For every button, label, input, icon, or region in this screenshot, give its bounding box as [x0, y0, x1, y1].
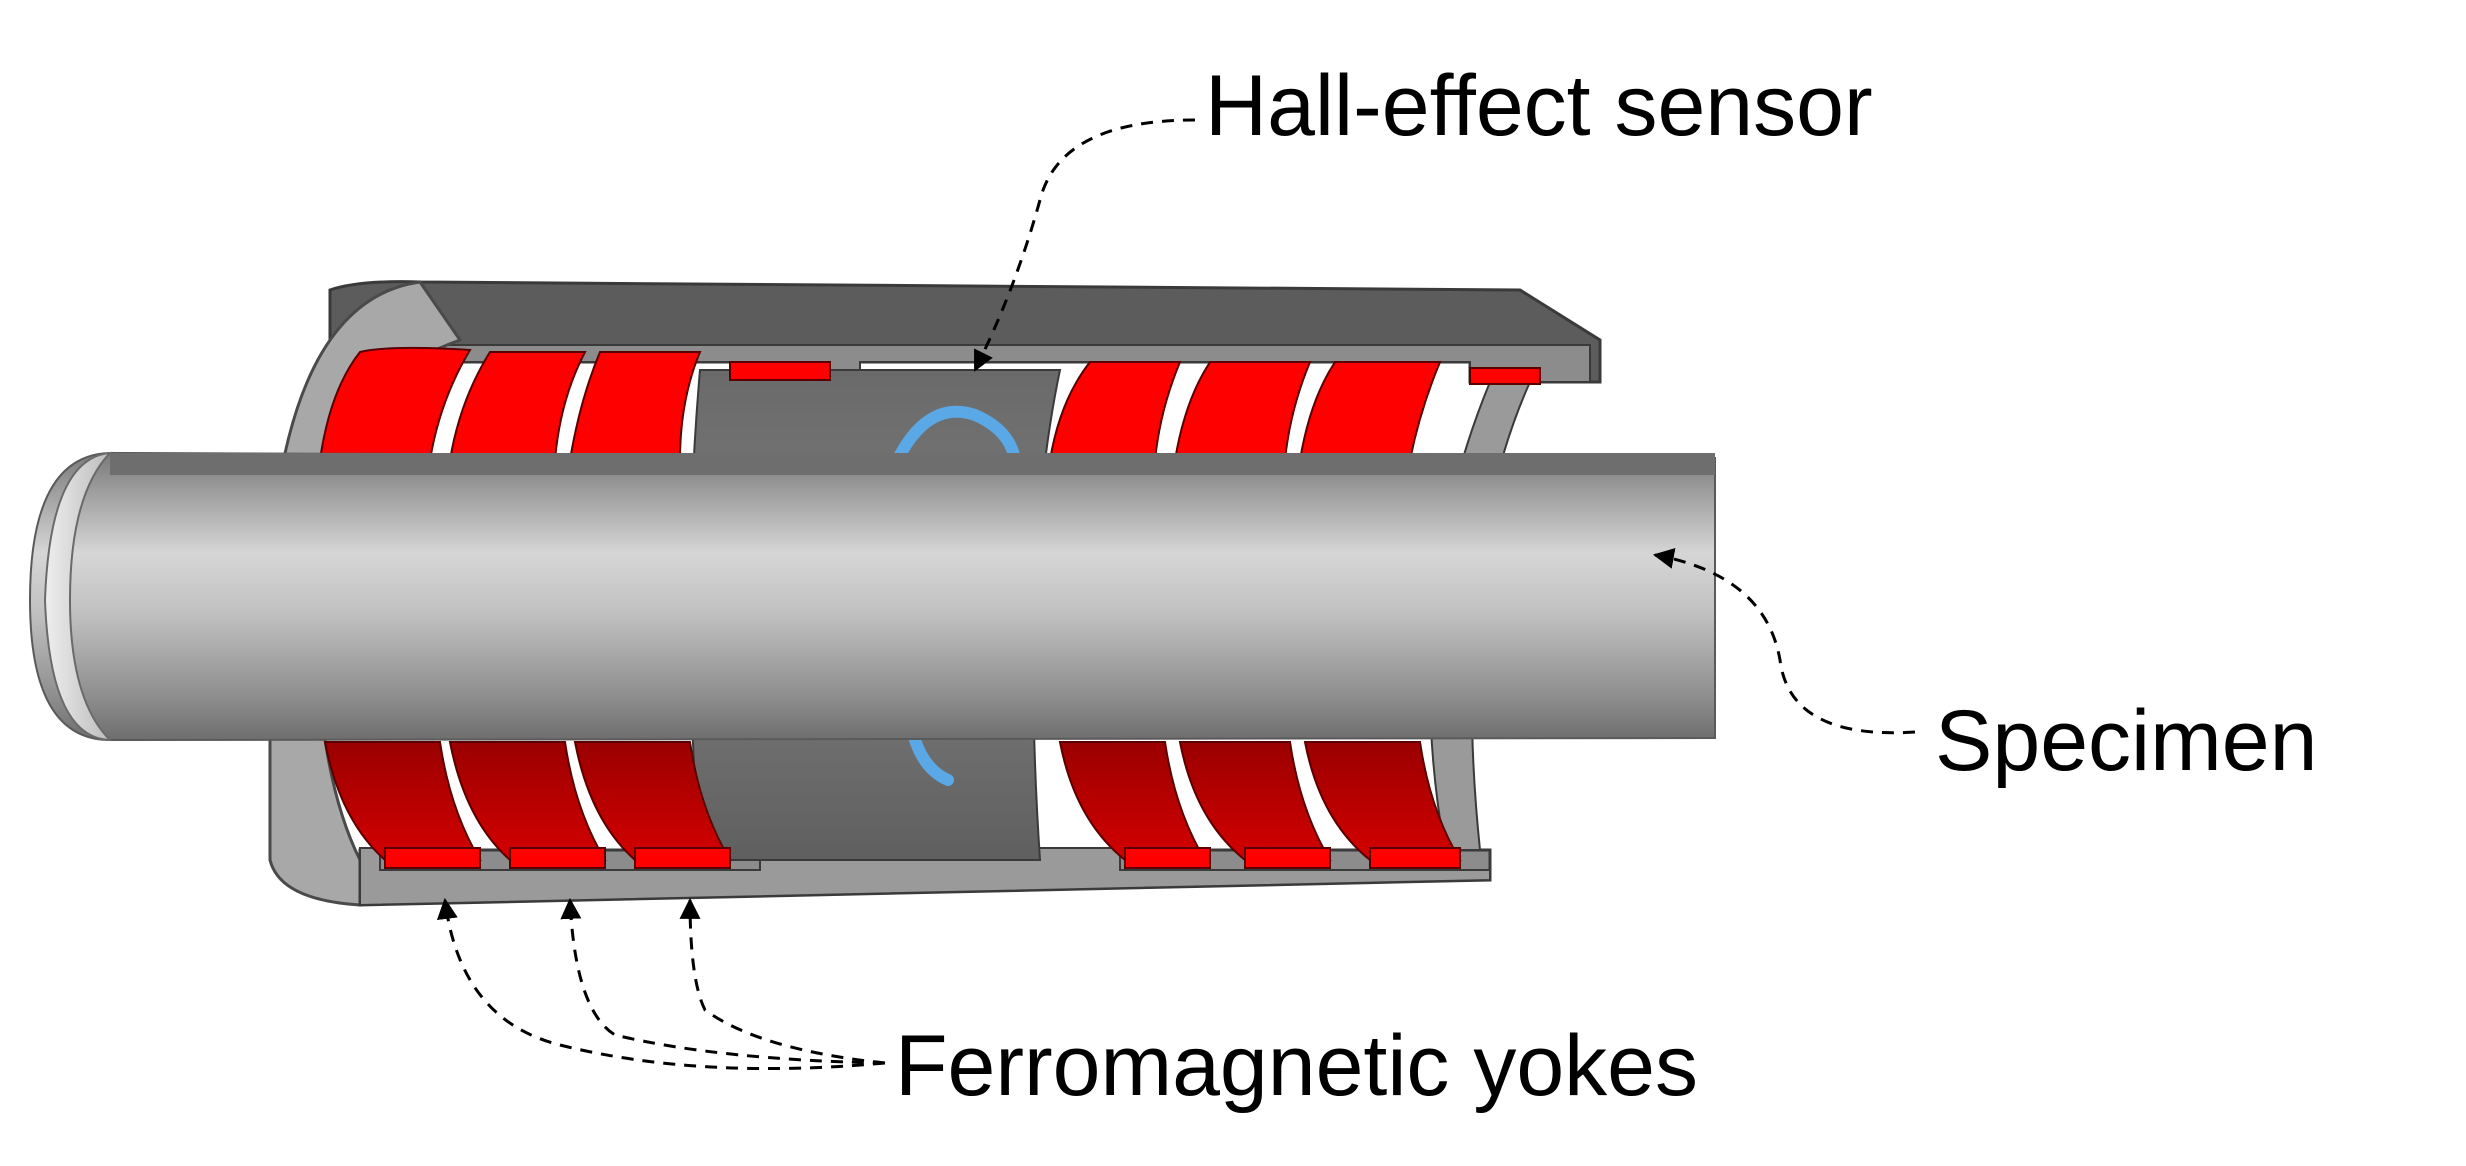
yoke-bottom-5: [1178, 741, 1332, 861]
hall-sensor-arrow: [973, 118, 1196, 372]
hall-sensor-top-arc: [894, 405, 1021, 466]
yoke-arrow-3: [679, 897, 886, 1065]
yoke-top-4: [1048, 361, 1182, 461]
yokes-label: Ferromagnetic yokes: [895, 1018, 1698, 1114]
specimen-end-cap: [43, 451, 113, 742]
yoke-bottom-6-flange: [1369, 847, 1461, 869]
yokes-top: [318, 346, 1541, 461]
hall-sensor-label: Hall-effect sensor: [1205, 58, 1873, 154]
yoke-arrow-2: [560, 897, 886, 1065]
yokes-bottom: [323, 741, 1462, 869]
leader-arrows: [436, 118, 1916, 1071]
yoke-top-6: [1298, 361, 1442, 461]
yoke-bottom-5-flange: [1244, 847, 1331, 869]
yoke-top-1: [318, 346, 472, 461]
specimen-rod: [28, 451, 1716, 742]
yoke-bottom-4-flange: [1124, 847, 1211, 869]
yoke-top-3-flange: [729, 361, 831, 381]
yoke-top-2: [448, 351, 587, 461]
yoke-bottom-2-flange: [509, 847, 606, 869]
specimen-arrow: [1652, 548, 1916, 735]
yoke-top-5: [1173, 361, 1312, 461]
yoke-arrow-1: [436, 897, 886, 1071]
yoke-top-6-flange: [1469, 367, 1541, 385]
specimen-label: Specimen: [1935, 693, 2317, 789]
specimen-body: [28, 451, 1716, 742]
specimen-top-band: [110, 453, 1715, 475]
hall-sensor: [894, 405, 1021, 786]
yoke-bottom-1-flange: [384, 847, 481, 869]
yoke-top-3: [568, 351, 702, 461]
yoke-bottom-3-flange: [634, 847, 731, 869]
hall-sensor-bottom-arc: [909, 734, 954, 786]
